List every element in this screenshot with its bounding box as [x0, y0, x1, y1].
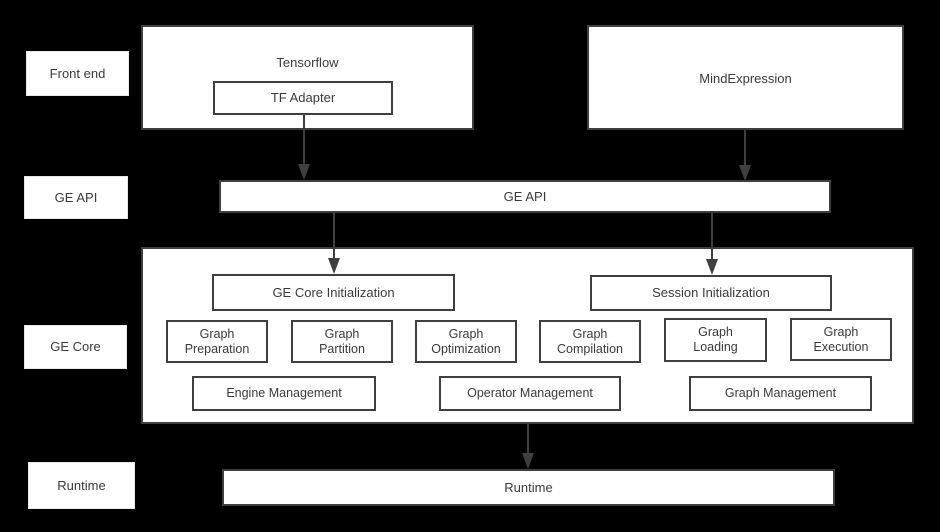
tensorflow-label: Tensorflow	[276, 55, 339, 70]
mindexpression-label: MindExpression	[699, 71, 792, 86]
graph-compilation-box[interactable]: Graph Compilation	[539, 320, 641, 363]
arrow-tf-adapter-to-ge-api	[295, 114, 313, 182]
graph-optimization-box[interactable]: Graph Optimization	[415, 320, 517, 363]
arrow-mindexpression-to-ge-api	[736, 129, 754, 183]
engine-management-box[interactable]: Engine Management	[192, 376, 376, 411]
graph-partition-box[interactable]: Graph Partition	[291, 320, 393, 363]
mindexpression-container: MindExpression	[587, 25, 904, 130]
arrow-ge-core-to-runtime	[519, 423, 537, 471]
tf-adapter-box[interactable]: TF Adapter	[213, 81, 393, 115]
arrow-ge-api-to-session-initialization	[703, 212, 721, 277]
graph-loading-box[interactable]: Graph Loading	[664, 318, 767, 362]
layer-label-front-end: Front end	[26, 51, 129, 96]
graph-management-box[interactable]: Graph Management	[689, 376, 872, 411]
layer-label-runtime: Runtime	[28, 462, 135, 509]
operator-management-box[interactable]: Operator Management	[439, 376, 621, 411]
ge-core-initialization-box[interactable]: GE Core Initialization	[212, 274, 455, 311]
graph-preparation-box[interactable]: Graph Preparation	[166, 320, 268, 363]
arrow-ge-api-to-ge-core-initialization	[325, 212, 343, 276]
layer-label-ge-api: GE API	[24, 176, 128, 219]
ge-api-bar[interactable]: GE API	[219, 180, 831, 213]
layer-label-ge-core: GE Core	[24, 325, 127, 369]
graph-execution-box[interactable]: Graph Execution	[790, 318, 892, 361]
session-initialization-box[interactable]: Session Initialization	[590, 275, 832, 311]
runtime-bar[interactable]: Runtime	[222, 469, 835, 506]
